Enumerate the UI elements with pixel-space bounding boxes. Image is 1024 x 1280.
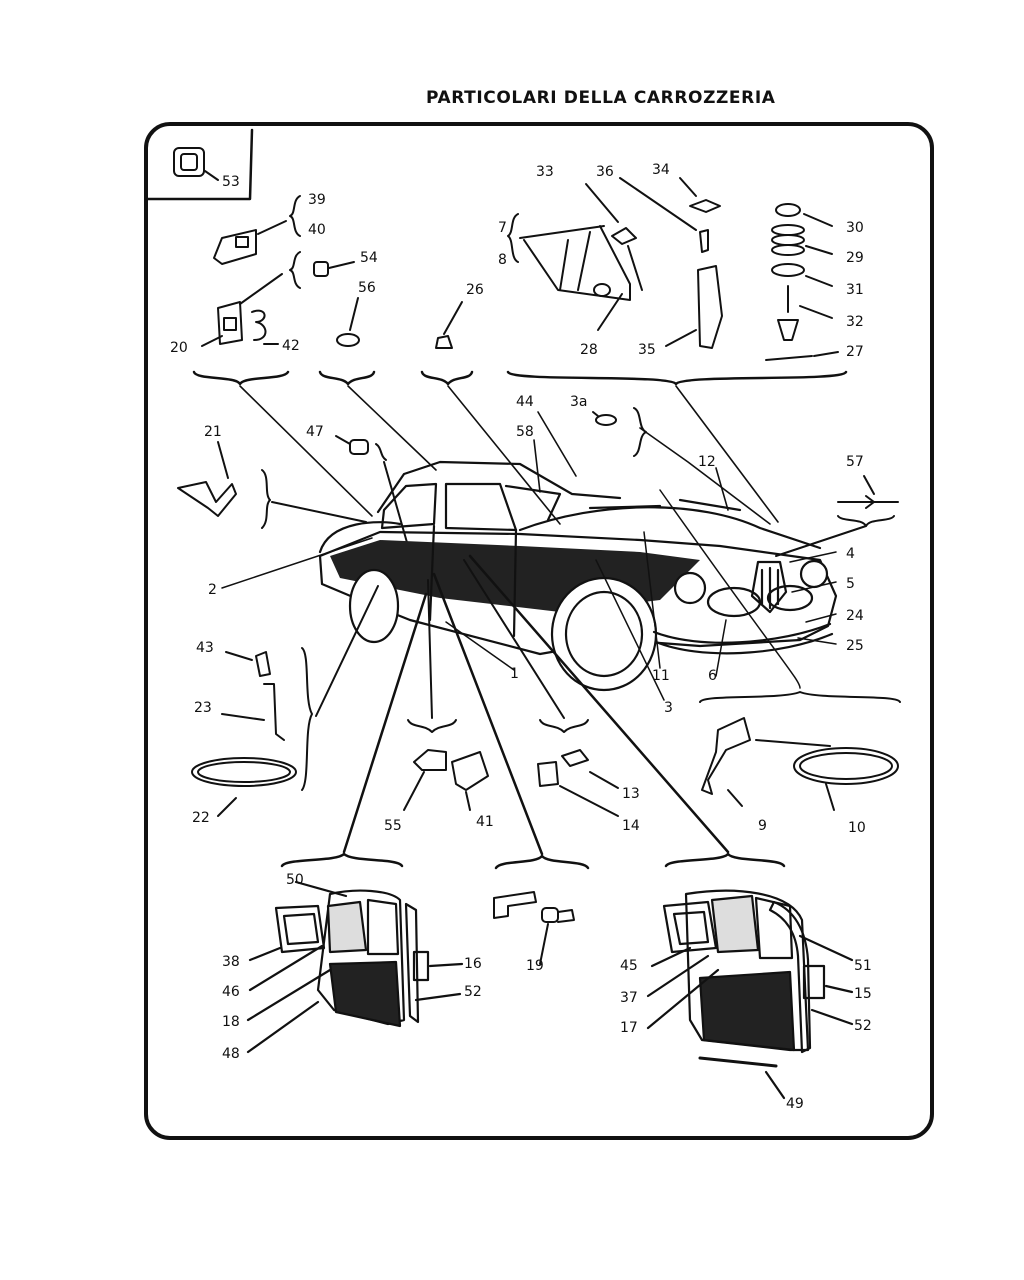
label-24: 24 — [846, 608, 864, 624]
label-52-right: 52 — [854, 1018, 872, 1034]
label-57: 57 — [846, 454, 864, 470]
page-title: PARTICOLARI DELLA CARROZZERIA — [426, 88, 776, 108]
part-56-icon — [336, 297, 360, 347]
part-22-23-43-icon — [191, 585, 379, 817]
label-48: 48 — [222, 1046, 240, 1062]
label-1: 1 — [510, 666, 519, 682]
label-11: 11 — [652, 668, 670, 684]
label-39: 39 — [308, 192, 326, 208]
label-10: 10 — [848, 820, 866, 836]
leader-44 — [537, 411, 577, 477]
part-54-icon — [289, 251, 355, 289]
part-20-42-icon — [201, 273, 283, 347]
label-12: 12 — [698, 454, 716, 470]
label-46: 46 — [222, 984, 240, 1000]
label-17: 17 — [620, 1020, 638, 1036]
label-14: 14 — [622, 818, 640, 834]
label-58: 58 — [516, 424, 534, 440]
label-3a: 3a — [570, 394, 588, 410]
part-number-labels: 53 39 40 54 56 20 42 26 33 36 34 7 8 28 … — [170, 162, 872, 1112]
label-25: 25 — [846, 638, 864, 654]
label-19: 19 — [526, 958, 544, 974]
part-39-40-icon — [213, 195, 301, 265]
label-28: 28 — [580, 342, 598, 358]
label-47: 47 — [306, 424, 324, 440]
label-30: 30 — [846, 220, 864, 236]
label-23: 23 — [194, 700, 212, 716]
label-13: 13 — [622, 786, 640, 802]
part-53-icon — [173, 147, 219, 181]
label-22: 22 — [192, 810, 210, 826]
part-21-icon — [177, 441, 367, 529]
label-54: 54 — [360, 250, 378, 266]
label-38: 38 — [222, 954, 240, 970]
part-34-35-36-icon — [619, 177, 723, 349]
label-15: 15 — [854, 986, 872, 1002]
upper-group-braces — [192, 370, 848, 386]
label-55: 55 — [384, 818, 402, 834]
label-42: 42 — [282, 338, 300, 354]
label-32: 32 — [846, 314, 864, 330]
label-20: 20 — [170, 340, 188, 356]
label-33: 33 — [536, 164, 554, 180]
part-3a-icon — [592, 407, 647, 457]
part-57-icon — [775, 475, 899, 557]
part-41-55-icon — [403, 579, 489, 811]
label-53: 53 — [222, 174, 240, 190]
left-door-icon — [246, 880, 464, 1054]
label-41: 41 — [476, 814, 494, 830]
label-40: 40 — [308, 222, 326, 238]
label-8: 8 — [498, 252, 507, 268]
label-6: 6 — [708, 668, 717, 684]
hinge-7-8-icon — [507, 183, 643, 331]
right-door-icon — [646, 889, 854, 1100]
label-44: 44 — [516, 394, 534, 410]
label-34: 34 — [652, 162, 670, 178]
label-18: 18 — [222, 1014, 240, 1030]
diagram-frame — [144, 122, 934, 1140]
label-16: 16 — [464, 956, 482, 972]
lower-group-braces — [280, 554, 786, 870]
label-3: 3 — [664, 700, 673, 716]
label-4: 4 — [846, 546, 855, 562]
label-45: 45 — [620, 958, 638, 974]
label-49: 49 — [786, 1096, 804, 1112]
leader-12 — [715, 467, 729, 511]
label-37: 37 — [620, 990, 638, 1006]
part-19-icon — [493, 891, 575, 965]
car-illustration — [318, 460, 838, 692]
label-9: 9 — [758, 818, 767, 834]
part-26-icon — [435, 301, 463, 349]
leader-lines — [239, 385, 779, 525]
label-2: 2 — [208, 582, 217, 598]
label-56: 56 — [358, 280, 376, 296]
label-31: 31 — [846, 282, 864, 298]
label-5: 5 — [846, 576, 855, 592]
label-43: 43 — [196, 640, 214, 656]
label-27: 27 — [846, 344, 864, 360]
label-51: 51 — [854, 958, 872, 974]
label-7: 7 — [498, 220, 507, 236]
label-35: 35 — [638, 342, 656, 358]
label-36: 36 — [596, 164, 614, 180]
label-52-left: 52 — [464, 984, 482, 1000]
part-29-32-icon — [765, 203, 839, 361]
car-leaders — [221, 489, 837, 701]
label-29: 29 — [846, 250, 864, 266]
label-26: 26 — [466, 282, 484, 298]
label-50: 50 — [286, 872, 304, 888]
part-9-10-icon — [699, 691, 901, 811]
label-21: 21 — [204, 424, 222, 440]
part-13-14-icon — [463, 559, 619, 817]
leader-58 — [533, 439, 541, 493]
inset-box — [146, 128, 254, 201]
